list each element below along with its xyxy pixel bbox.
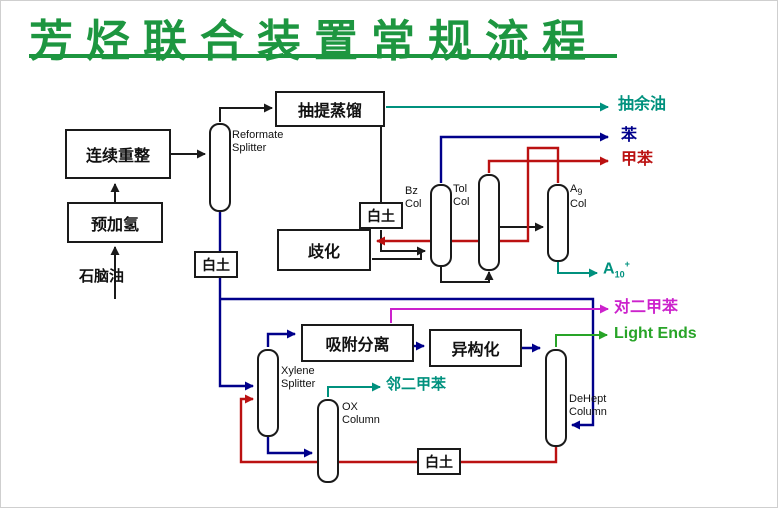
- line-xylsplitter-bottoms-to-ox: [266, 434, 313, 458]
- unit-clay-treater-left: 白土: [194, 251, 238, 278]
- stream-label-paraxylene: 对二甲苯: [614, 299, 679, 316]
- stream-label-orthoxylene: 邻二甲苯: [386, 376, 447, 393]
- line-splitter-to-extractive: [219, 103, 273, 122]
- column-reformate-splitter: [209, 123, 231, 212]
- line-tdp-product: [372, 252, 422, 260]
- unit-reforming: 连续重整: [65, 129, 171, 179]
- column-label-bz: Bz Col: [405, 185, 422, 210]
- column-label-xylene-splitter: Xylene Splitter: [281, 365, 316, 390]
- stream-label-a10plus: A10+: [603, 259, 630, 280]
- unit-clay-treater-bottom: 白土: [417, 448, 461, 475]
- column-ox: [317, 399, 339, 483]
- unit-adsorption-separation: 吸附分离: [301, 324, 414, 362]
- stream-label-naphtha: 石脑油: [79, 268, 125, 285]
- unit-clay-treater-top: 白土: [359, 202, 403, 229]
- line-oxylene-product: [327, 382, 381, 397]
- column-label-reformate-splitter: Reformate Splitter: [232, 129, 284, 154]
- line-a10-product: [557, 259, 598, 278]
- column-toluene: [478, 174, 500, 271]
- column-xylene-splitter: [257, 349, 279, 437]
- stream-label-benzene: 苯: [621, 127, 638, 144]
- column-label-dehept: DeHept Column: [569, 393, 607, 418]
- line-benzene-product: [439, 132, 609, 183]
- column-dehept: [545, 349, 567, 447]
- column-benzene: [430, 184, 452, 267]
- line-toluene-product: [487, 156, 609, 173]
- stream-label-raffinate: 抽余油: [618, 96, 667, 113]
- line-bzcol-to-tolcol: [440, 264, 494, 283]
- stream-label-toluene: 甲苯: [621, 151, 654, 168]
- line-light-ends: [555, 330, 608, 347]
- column-label-ox: OX Column: [342, 401, 380, 426]
- line-tdp-feed: [376, 146, 560, 246]
- unit-extractive-distillation: 抽提蒸馏: [275, 91, 385, 127]
- line-crossover-to-dehept: [220, 297, 595, 430]
- line-dehept-recycle-via-clay: [239, 394, 558, 464]
- unit-isomerization: 异构化: [429, 329, 522, 367]
- unit-disproportionation: 歧化: [277, 229, 371, 271]
- title-underline: [29, 54, 617, 58]
- column-label-tol: Tol Col: [453, 183, 470, 208]
- line-xylsplitter-to-adsorption: [266, 329, 296, 347]
- column-a9: [547, 184, 569, 262]
- line-px-product: [390, 304, 609, 323]
- stream-label-light-ends: Light Ends: [614, 325, 697, 342]
- line-splitter-bottoms-to-xylsplitter: [218, 209, 254, 391]
- page-title: 芳烃联合装置常规流程: [29, 17, 599, 66]
- unit-prehydro: 预加氢: [67, 202, 163, 243]
